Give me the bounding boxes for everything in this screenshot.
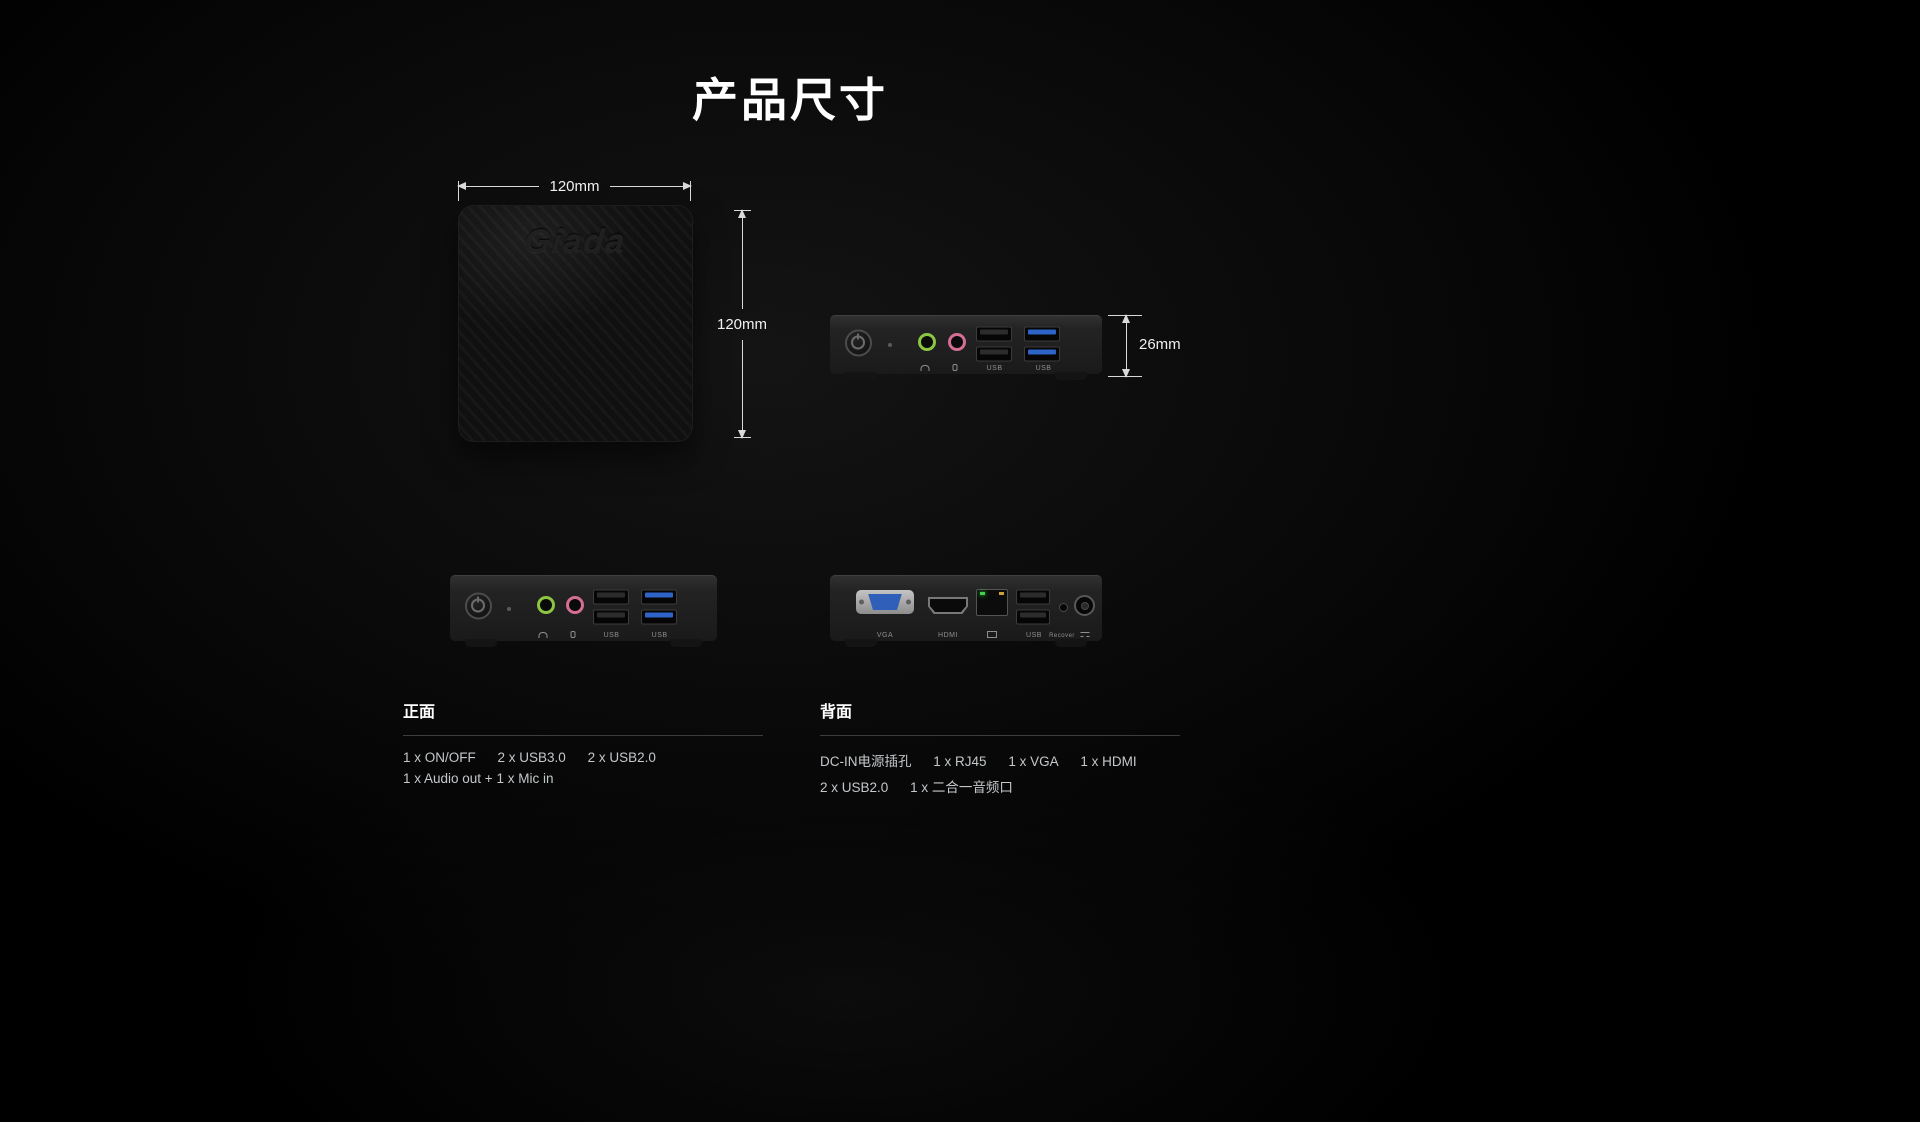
usb3-port xyxy=(640,589,677,605)
usb3-ports xyxy=(1024,326,1061,362)
mic-in-jack xyxy=(566,595,585,614)
usb-port-label: USB xyxy=(1035,365,1052,372)
headphone-icon xyxy=(920,365,930,371)
usb2-port xyxy=(1016,609,1050,625)
spec-item: 1 x VGA xyxy=(1008,754,1059,769)
device-foot xyxy=(465,639,497,647)
device-top-view: Giada xyxy=(458,205,693,442)
arrow-right-icon xyxy=(609,182,693,190)
power-icon xyxy=(851,335,866,350)
spec-item: 1 x Audio out + 1 x Mic in xyxy=(403,771,554,786)
rj45-port xyxy=(976,589,1008,616)
hdmi-port xyxy=(928,597,968,614)
power-button xyxy=(464,592,492,620)
lan-icon xyxy=(987,631,997,638)
usb2-ports xyxy=(592,589,629,625)
usb3-port xyxy=(640,609,677,625)
device-foot xyxy=(845,639,877,647)
dimension-tick xyxy=(1108,376,1142,377)
power-led xyxy=(507,606,512,611)
dimension-tick xyxy=(734,437,751,438)
power-icon xyxy=(471,598,486,613)
device-back-view: VGA HDMI USB Recover xyxy=(830,575,1102,647)
dc-icon xyxy=(1080,632,1090,637)
depth-dimension xyxy=(1122,314,1130,378)
dimension-tick xyxy=(1108,315,1142,316)
recover-button xyxy=(1059,603,1068,612)
spec-item: 1 x HDMI xyxy=(1080,754,1137,769)
back-spec-section: 背面 DC-IN电源插孔 1 x RJ45 1 x VGA 1 x HDMI 2… xyxy=(820,698,1180,796)
usb-port-label: USB xyxy=(651,632,668,639)
usb-port-label: USB xyxy=(1026,632,1042,639)
front-spec-row-2: 1 x Audio out + 1 x Mic in xyxy=(403,771,763,786)
page-title: 产品尺寸 xyxy=(692,74,888,126)
vga-port xyxy=(856,590,914,614)
vga-connector xyxy=(868,594,902,610)
usb2-port xyxy=(592,589,629,605)
front-spec-row-1: 1 x ON/OFF 2 x USB3.0 2 x USB2.0 xyxy=(403,750,763,765)
usb2-port xyxy=(592,609,629,625)
usb3-ports xyxy=(640,589,677,625)
mic-icon xyxy=(952,364,958,371)
usb2-port xyxy=(975,326,1012,342)
brand-logo: Giada xyxy=(522,222,629,259)
spec-item: 2 x USB2.0 xyxy=(820,780,889,795)
hdmi-port-label: HDMI xyxy=(938,632,958,639)
dc-in-port xyxy=(1074,595,1095,616)
divider xyxy=(820,735,1180,736)
usb2-port xyxy=(975,346,1012,362)
mic-in-jack xyxy=(948,332,967,351)
spec-item: 1 x RJ45 xyxy=(933,754,987,769)
back-spec-row-1: DC-IN电源插孔 1 x RJ45 1 x VGA 1 x HDMI xyxy=(820,750,1180,770)
depth-dimension-label: 26mm xyxy=(1139,336,1181,353)
arrow-up-icon xyxy=(737,209,746,309)
spec-item: 2 x USB2.0 xyxy=(587,750,656,765)
usb2-port xyxy=(1016,589,1050,605)
usb3-port xyxy=(1024,326,1061,342)
device-foot xyxy=(1055,639,1087,647)
back-spec-heading: 背面 xyxy=(820,704,853,721)
device-front-view: USB USB xyxy=(450,575,717,647)
spec-item: DC-IN电源插孔 xyxy=(820,754,912,769)
dimension-tick xyxy=(458,181,459,201)
back-spec-row-2: 2 x USB2.0 1 x 二合一音频口 xyxy=(820,776,1180,796)
device-foot xyxy=(670,639,702,647)
divider xyxy=(403,735,763,736)
arrow-down-icon xyxy=(737,339,746,439)
device-front-view-small: USB USB xyxy=(830,315,1102,380)
usb2-ports xyxy=(975,326,1012,362)
width-dimension-label: 120mm xyxy=(549,178,600,195)
audio-out-jack xyxy=(918,332,937,351)
arrow-left-icon xyxy=(456,182,540,190)
mic-icon xyxy=(570,631,576,638)
recover-label: Recover xyxy=(1049,633,1075,639)
dimension-tick xyxy=(734,210,751,211)
power-button xyxy=(844,329,872,357)
height-dimension: 120mm xyxy=(716,209,768,439)
width-dimension: 120mm xyxy=(456,178,693,195)
spec-item: 1 x ON/OFF xyxy=(403,750,476,765)
usb3-port xyxy=(1024,346,1061,362)
device-foot xyxy=(845,372,877,380)
spec-item: 2 x USB3.0 xyxy=(497,750,566,765)
spec-item: 1 x 二合一音频口 xyxy=(910,780,1013,795)
power-led xyxy=(888,343,893,347)
height-dimension-label: 120mm xyxy=(716,315,768,333)
usb-port-label: USB xyxy=(603,632,620,639)
usb2-ports xyxy=(1016,589,1050,625)
dimension-tick xyxy=(690,181,691,201)
headphone-icon xyxy=(538,632,548,638)
front-spec-section: 正面 1 x ON/OFF 2 x USB3.0 2 x USB2.0 1 x … xyxy=(403,698,763,786)
device-foot xyxy=(1055,372,1087,380)
usb-port-label: USB xyxy=(986,365,1003,372)
audio-out-jack xyxy=(536,595,555,614)
vga-port-label: VGA xyxy=(876,632,894,639)
front-spec-heading: 正面 xyxy=(403,704,436,721)
